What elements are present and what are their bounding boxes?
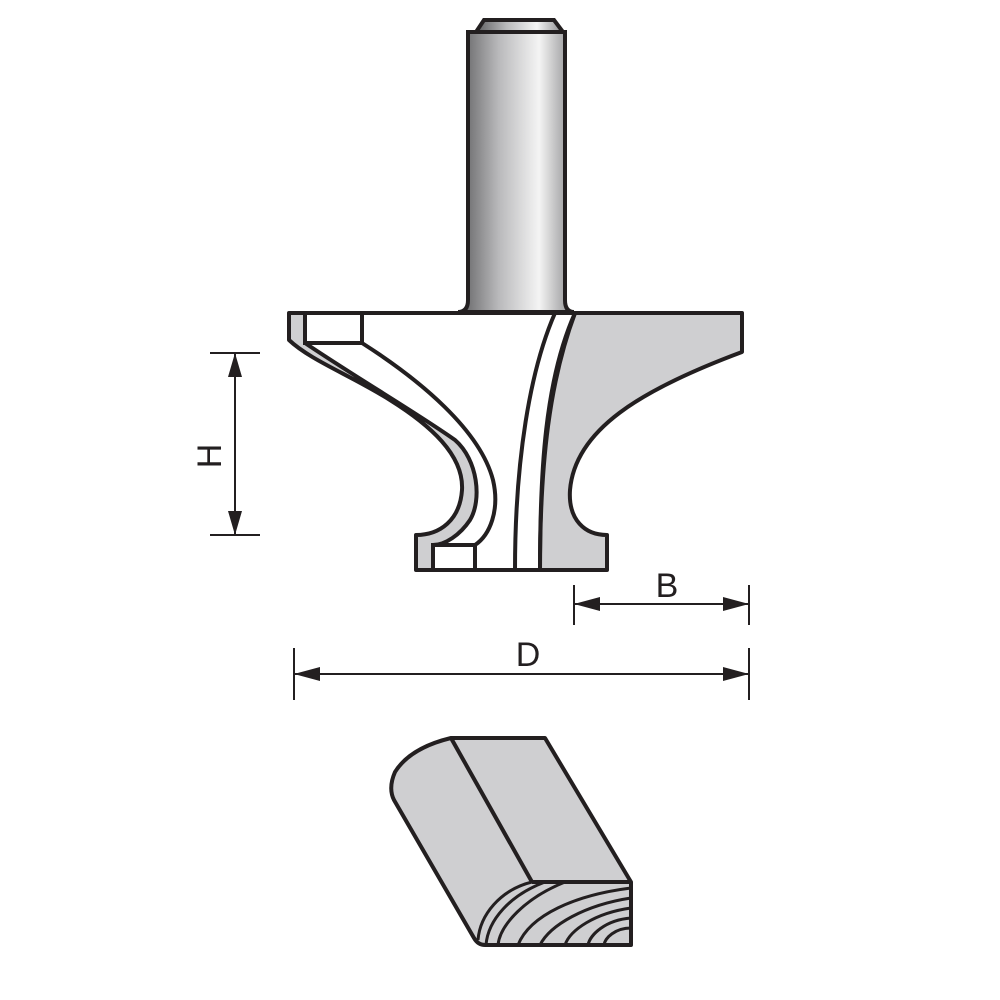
label-B: B <box>656 567 679 605</box>
dimension-H: H <box>191 352 260 536</box>
label-H: H <box>191 444 229 469</box>
workpiece-profile <box>389 736 633 947</box>
dimension-B: B <box>573 567 750 625</box>
dimension-D: D <box>293 636 750 700</box>
cutter-body <box>287 311 744 572</box>
shank <box>457 18 575 314</box>
label-D: D <box>516 636 541 674</box>
